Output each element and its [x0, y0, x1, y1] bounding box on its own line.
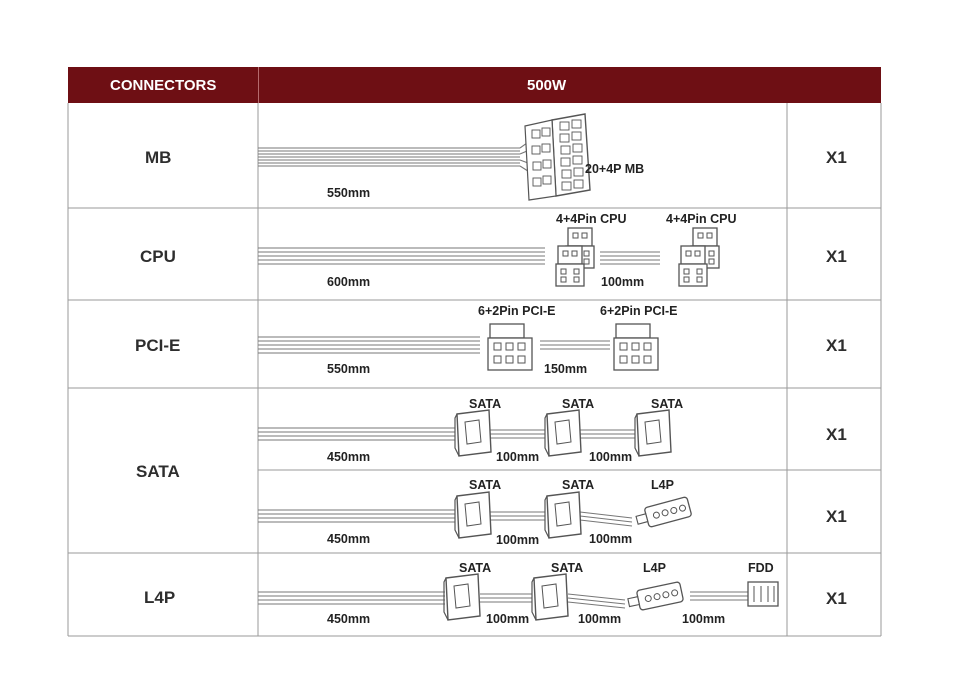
row-label-cpu: CPU: [140, 247, 176, 266]
row-label-mb: MB: [145, 148, 172, 167]
sata-a-length-3: 100mm: [589, 450, 633, 464]
pcie-connector-2: [613, 323, 659, 371]
qty-sata-a: X1: [826, 425, 847, 444]
qty-l4p: X1: [826, 589, 847, 608]
header-connectors: CONNECTORS: [110, 77, 217, 94]
mb-length: 550mm: [327, 186, 371, 200]
header-divider: [258, 67, 259, 103]
sata-b-l4p-connector: [633, 495, 693, 531]
l4p-length-3: 100mm: [578, 612, 622, 626]
sata-a-connector-1-label: SATA: [469, 397, 502, 411]
mb-connector-label: 20+4P MB: [585, 162, 645, 176]
pcie-length-1: 550mm: [327, 362, 371, 376]
l4p-sata-connector-2: [531, 573, 569, 621]
l4p-length-1: 450mm: [327, 612, 371, 626]
sata-a-connector-3: [634, 409, 672, 457]
l4p-l4p-connector: [625, 580, 685, 614]
qty-pcie: X1: [826, 336, 847, 355]
sata-b-connector-2-label: SATA: [562, 478, 595, 492]
pcie-connector-1-label: 6+2Pin PCI-E: [478, 304, 556, 318]
l4p-fdd-connector: [747, 581, 779, 607]
cpu-connector-2: [678, 227, 720, 287]
cpu-length-2: 100mm: [601, 275, 645, 289]
qty-sata-b: X1: [826, 507, 847, 526]
pcie-connector-1: [487, 323, 533, 371]
pcie-connector-2-label: 6+2Pin PCI-E: [600, 304, 678, 318]
header-wattage: 500W: [527, 77, 567, 94]
sata-cable-a: [258, 427, 635, 441]
sata-a-connector-3-label: SATA: [651, 397, 684, 411]
qty-mb: X1: [826, 148, 847, 167]
sata-cable-b: [258, 509, 633, 527]
sata-b-connector-1: [454, 491, 492, 539]
sata-b-length-1: 450mm: [327, 532, 371, 546]
row-label-l4p: L4P: [144, 588, 176, 607]
cpu-connector-1: [555, 227, 595, 287]
sata-b-connector-3-label: L4P: [651, 478, 674, 492]
l4p-connector-4-label: FDD: [748, 561, 774, 575]
sata-a-length-1: 450mm: [327, 450, 371, 464]
sata-a-length-2: 100mm: [496, 450, 540, 464]
row-label-sata: SATA: [136, 462, 180, 481]
cpu-connector-1-label: 4+4Pin CPU: [556, 212, 627, 226]
l4p-length-4: 100mm: [682, 612, 726, 626]
mb-connector: [524, 113, 591, 201]
l4p-cable: [258, 591, 748, 609]
sata-b-length-2: 100mm: [496, 533, 540, 547]
mb-cable: [258, 121, 561, 191]
pcie-length-2: 150mm: [544, 362, 588, 376]
l4p-sata-connector-1: [443, 573, 481, 621]
l4p-length-2: 100mm: [486, 612, 530, 626]
sata-b-connector-2: [544, 491, 582, 539]
cpu-length-1: 600mm: [327, 275, 371, 289]
sata-b-connector-1-label: SATA: [469, 478, 502, 492]
l4p-connector-3-label: L4P: [643, 561, 666, 575]
sata-a-connector-2-label: SATA: [562, 397, 595, 411]
cpu-connector-2-label: 4+4Pin CPU: [666, 212, 737, 226]
l4p-connector-1-label: SATA: [459, 561, 492, 575]
l4p-connector-2-label: SATA: [551, 561, 584, 575]
pcie-cable: [258, 336, 610, 354]
sata-a-connector-2: [544, 409, 582, 457]
row-label-pcie: PCI-E: [135, 336, 181, 355]
table-header: [68, 67, 881, 103]
sata-a-connector-1: [454, 409, 492, 457]
qty-cpu: X1: [826, 247, 847, 266]
sata-b-length-3: 100mm: [589, 532, 633, 546]
cpu-cable: [258, 247, 660, 265]
